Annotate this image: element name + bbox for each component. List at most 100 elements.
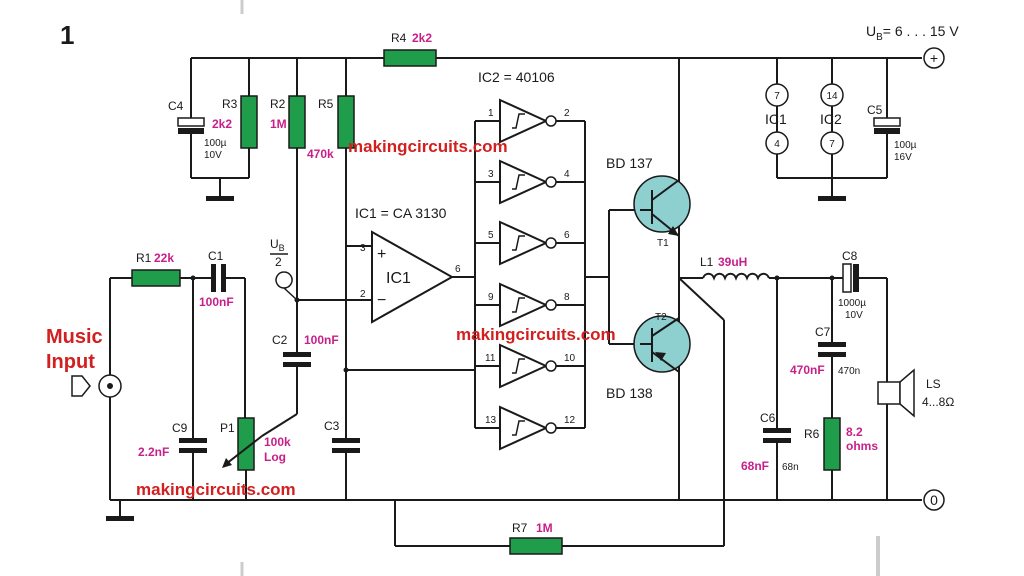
input-jack[interactable] xyxy=(71,374,122,398)
r1-value: 22k xyxy=(154,251,174,265)
svg-text:7: 7 xyxy=(774,91,780,102)
ic1-supply-pins: 7 4 IC1 xyxy=(765,58,789,178)
ground-symbol xyxy=(777,177,887,201)
r2-value: 1M xyxy=(270,117,287,131)
ic1-pin-6: 6 xyxy=(455,264,461,275)
ic2-supply-pins: 14 7 IC2 xyxy=(820,58,844,178)
capacitor-c2[interactable] xyxy=(283,300,311,414)
l1-name: L1 xyxy=(700,255,714,269)
potentiometer-p1[interactable] xyxy=(222,413,298,500)
t1-part: BD 137 xyxy=(606,155,653,171)
loudspeaker-ls[interactable] xyxy=(877,278,915,500)
ic1-title: IC1 = CA 3130 xyxy=(355,205,447,221)
p1-value: 100k xyxy=(264,435,291,449)
top-rail xyxy=(190,57,922,500)
svg-text:0: 0 xyxy=(930,492,938,508)
inverter-gate[interactable]: 5 6 xyxy=(475,220,585,266)
c8-value: 1000µ xyxy=(838,298,866,309)
capacitor-c1[interactable] xyxy=(211,264,246,418)
ground-terminal[interactable]: 0 xyxy=(923,489,945,511)
watermark-text: makingcircuits.com xyxy=(136,480,296,499)
p1-taper: Log xyxy=(264,450,286,464)
op-amp-ic1[interactable]: IC1 + − xyxy=(371,230,455,324)
resistor-r5[interactable] xyxy=(337,95,355,246)
r5-name: R5 xyxy=(318,97,334,111)
capacitor-c8[interactable] xyxy=(842,263,887,293)
capacitor-c5[interactable] xyxy=(873,117,901,178)
inverter-gate[interactable]: 13 12 xyxy=(475,405,585,451)
r4-value: 2k2 xyxy=(412,31,432,45)
capacitor-c9[interactable] xyxy=(179,278,207,500)
supply-terminal[interactable]: + xyxy=(923,47,945,69)
c6-value: 68nF xyxy=(741,459,769,473)
c3-name: C3 xyxy=(324,419,340,433)
r5-value: 470k xyxy=(307,147,334,161)
svg-text:7: 7 xyxy=(829,139,835,150)
output-node-wiring xyxy=(678,275,843,546)
t1-name: T1 xyxy=(657,238,669,249)
svg-text:13: 13 xyxy=(485,415,497,426)
transistor-t1[interactable] xyxy=(633,175,691,237)
svg-text:4: 4 xyxy=(774,139,780,150)
ground-symbol xyxy=(191,177,249,201)
t2-part: BD 138 xyxy=(606,385,653,401)
resistor-r1[interactable] xyxy=(131,269,211,287)
inverter-gate[interactable]: 9 8 xyxy=(475,282,585,328)
svg-text:IC1: IC1 xyxy=(765,111,787,127)
svg-text:+: + xyxy=(930,50,938,66)
r2-name: R2 xyxy=(270,97,286,111)
r6-name: R6 xyxy=(804,427,820,441)
c2-value: 100nF xyxy=(304,333,339,347)
figure-number: 1 xyxy=(60,20,74,50)
r4-name: R4 xyxy=(391,31,407,45)
svg-text:2: 2 xyxy=(564,108,570,119)
music-input-label: Music xyxy=(46,326,103,348)
capacitor-c6[interactable] xyxy=(763,428,791,500)
ls-name: LS xyxy=(926,377,941,391)
c5-value: 100µ xyxy=(894,140,917,151)
ic1-wiring xyxy=(294,245,475,373)
t2-name: T2 xyxy=(655,312,667,323)
resistor-r4[interactable] xyxy=(383,49,437,67)
svg-text:IC1: IC1 xyxy=(386,270,411,287)
capacitor-c7[interactable] xyxy=(818,342,846,418)
c4-voltage: 10V xyxy=(204,150,222,161)
svg-text:12: 12 xyxy=(564,415,576,426)
resistor-r2[interactable] xyxy=(288,95,306,300)
c8-voltage: 10V xyxy=(845,310,863,321)
supply-voltage-label: UB= 6 . . . 15 V xyxy=(866,23,959,43)
c6-name: C6 xyxy=(760,411,776,425)
svg-text:8: 8 xyxy=(564,292,570,303)
capacitor-c3[interactable] xyxy=(332,370,360,500)
c4-value: 100µ xyxy=(204,138,227,149)
svg-text:UB: UB xyxy=(270,237,285,253)
svg-text:2: 2 xyxy=(275,255,282,269)
svg-text:−: − xyxy=(377,292,386,309)
inductor-l1[interactable] xyxy=(702,272,770,281)
svg-text:3: 3 xyxy=(488,169,494,180)
r3-value: 2k2 xyxy=(212,117,232,131)
resistor-r6[interactable] xyxy=(823,417,841,500)
ic1-pin-3: 3 xyxy=(360,243,366,254)
transistor-t2[interactable] xyxy=(633,315,691,373)
driver-output-bus xyxy=(585,209,640,345)
svg-text:+: + xyxy=(377,246,386,263)
inverter-buses xyxy=(474,121,586,428)
l1-value: 39uH xyxy=(718,255,747,269)
svg-text:1: 1 xyxy=(488,108,494,119)
svg-text:10: 10 xyxy=(564,353,576,364)
r1-name: R1 xyxy=(136,251,152,265)
inverter-gate[interactable]: 11 10 xyxy=(475,343,585,389)
inverter-gate[interactable]: 1 2 xyxy=(475,98,585,144)
c7-value: 470nF xyxy=(790,363,825,377)
inverter-gate[interactable]: 3 4 xyxy=(475,159,585,205)
ic1-pin-2: 2 xyxy=(360,289,366,300)
resistor-r3[interactable] xyxy=(240,95,258,178)
r6-unit: ohms xyxy=(846,439,878,453)
capacitor-c4[interactable] xyxy=(177,112,205,178)
resistor-r7[interactable] xyxy=(394,500,724,555)
music-input-label: Input xyxy=(46,351,95,373)
svg-text:11: 11 xyxy=(485,353,496,364)
